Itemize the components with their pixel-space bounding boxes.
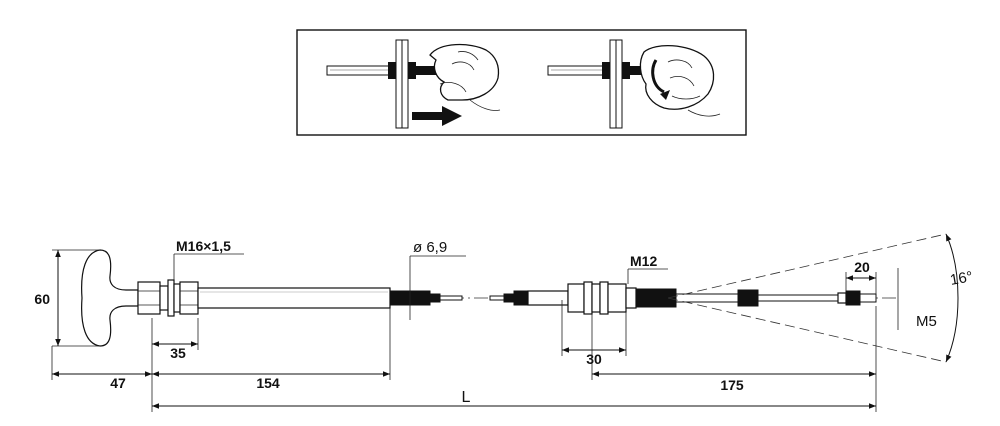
- diameter-label: ø 6,9: [413, 239, 447, 256]
- hex-nut-assembly: [137, 279, 199, 317]
- angle-range-lines: [667, 233, 959, 363]
- cable-core-left: [389, 290, 463, 306]
- diameter-leader: [409, 255, 466, 320]
- dim-tip-length: [845, 272, 877, 294]
- thread-main-leader: [173, 253, 244, 280]
- cable-core-right: [489, 290, 529, 306]
- illustration-push-step: [326, 39, 501, 129]
- main-tube: [197, 287, 391, 309]
- installation-illustration: [296, 29, 747, 136]
- thread-end-leader: [627, 268, 668, 284]
- dim-fitting-width-label: 30: [586, 351, 602, 367]
- dim-fitting-width: [561, 300, 627, 356]
- end-sleeve: [635, 288, 877, 308]
- dim-total-label: L: [462, 389, 471, 406]
- t-handle: [81, 249, 139, 347]
- dim-nut-width: [151, 318, 199, 350]
- dim-tip-length-label: 20: [854, 259, 870, 275]
- dim-tube-length-label: 154: [256, 375, 280, 391]
- thread-end-label: M12: [630, 253, 657, 269]
- dim-end-length: [591, 306, 877, 412]
- dim-height: [52, 249, 100, 347]
- dim-nut-width-label: 35: [170, 345, 186, 361]
- dim-end-length-label: 175: [720, 377, 744, 393]
- dim-lower-chain: [51, 308, 391, 412]
- thread-main-label: M16×1,5: [176, 238, 231, 254]
- end-fitting: [527, 281, 637, 315]
- dim-height-label: 60: [34, 291, 50, 307]
- angle-label: 16°: [949, 268, 974, 289]
- illustration-twist-step: [547, 39, 721, 129]
- tip-thread-label: M5: [916, 313, 937, 330]
- dim-handle-offset-label: 47: [110, 375, 126, 391]
